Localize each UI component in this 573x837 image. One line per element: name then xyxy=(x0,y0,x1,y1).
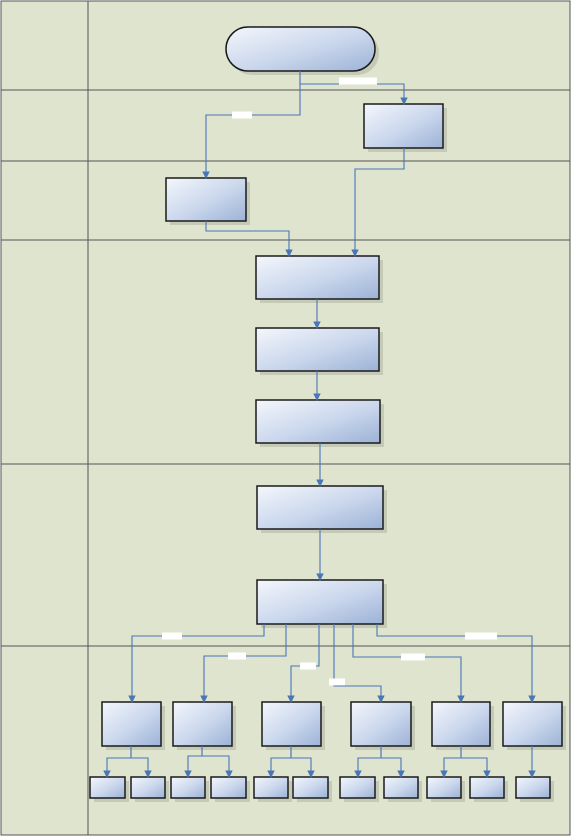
edge-branch-4-to-leaf-4b xyxy=(380,746,405,778)
process-box xyxy=(350,701,412,747)
node-branch-1 xyxy=(101,701,165,750)
edge-branch-2-to-leaf-2b xyxy=(201,746,233,778)
process-box xyxy=(101,701,162,747)
process-box xyxy=(292,776,329,799)
connector-line xyxy=(376,624,536,703)
node-step-2 xyxy=(255,327,383,375)
process-box xyxy=(339,776,376,799)
node-branch-5 xyxy=(431,701,494,750)
node-left-step xyxy=(165,177,250,225)
connector-label-box xyxy=(465,632,497,640)
process-box xyxy=(431,701,491,747)
edge-branch-3-to-leaf-3b xyxy=(290,746,315,778)
connector-line xyxy=(202,71,301,179)
connector-label-box xyxy=(339,77,377,85)
process-box xyxy=(256,579,384,625)
node-leaf-4a xyxy=(339,776,379,802)
node-leaf-3a xyxy=(253,776,292,802)
edge-branch-1-to-leaf-1b xyxy=(130,746,152,778)
node-leaf-5a xyxy=(426,776,465,802)
connector-line xyxy=(205,221,293,257)
process-box xyxy=(515,776,551,799)
node-step-3 xyxy=(255,399,384,447)
connector-label-box xyxy=(232,111,252,119)
process-box xyxy=(383,776,419,799)
connector-line xyxy=(351,148,405,257)
process-box xyxy=(502,701,563,747)
node-right-step xyxy=(363,103,447,152)
process-box xyxy=(255,255,380,300)
node-leaf-1b xyxy=(130,776,169,802)
connector-line xyxy=(460,746,491,778)
edge-branch-5-to-leaf-5b xyxy=(460,746,491,778)
connector-line xyxy=(333,624,385,703)
process-box xyxy=(426,776,462,799)
node-branch-3 xyxy=(261,701,325,750)
edge-distribute-to-branch-1 xyxy=(128,624,265,703)
connector-line xyxy=(290,746,315,778)
node-merge-step xyxy=(255,255,383,303)
process-box xyxy=(363,103,444,149)
process-box xyxy=(130,776,166,799)
node-distribute xyxy=(256,579,387,628)
edge-start-to-left-step xyxy=(202,71,301,179)
process-box xyxy=(253,776,289,799)
node-leaf-1a xyxy=(89,776,129,802)
process-box xyxy=(172,701,233,747)
node-branch-4 xyxy=(350,701,415,750)
process-box xyxy=(255,399,381,444)
process-box xyxy=(256,485,384,530)
process-box xyxy=(255,327,380,372)
edge-distribute-to-branch-5 xyxy=(352,624,465,703)
connector-label-box xyxy=(228,652,246,660)
edge-left-step-to-merge-step xyxy=(205,221,293,257)
node-leaf-2a xyxy=(170,776,209,802)
process-box xyxy=(170,776,206,799)
node-leaf-5b xyxy=(469,776,508,802)
edge-right-step-to-merge-step xyxy=(351,148,405,257)
process-box xyxy=(469,776,505,799)
connector-label-box xyxy=(300,662,316,670)
process-box xyxy=(210,776,247,799)
node-start xyxy=(225,26,379,75)
edge-distribute-to-branch-3 xyxy=(287,624,320,703)
connector-line xyxy=(201,746,233,778)
edge-distribute-to-branch-4 xyxy=(329,624,385,703)
connector-line xyxy=(380,746,405,778)
node-leaf-6a xyxy=(515,776,554,802)
process-box xyxy=(89,776,126,799)
edge-distribute-to-branch-2 xyxy=(200,624,287,703)
process-box xyxy=(165,177,247,222)
node-branch-2 xyxy=(172,701,236,750)
connector-label-box xyxy=(329,678,345,686)
node-leaf-3b xyxy=(292,776,332,802)
edge-distribute-to-branch-6 xyxy=(376,624,536,703)
connector-label-box xyxy=(401,653,425,661)
node-leaf-4b xyxy=(383,776,422,802)
node-leaf-2b xyxy=(210,776,250,802)
connector-line xyxy=(128,624,265,703)
terminator-shape xyxy=(225,26,376,72)
node-branch-6 xyxy=(502,701,566,750)
process-box xyxy=(261,701,322,747)
connector-label-box xyxy=(162,632,182,640)
connector-line xyxy=(130,746,152,778)
node-step-4 xyxy=(256,485,387,533)
